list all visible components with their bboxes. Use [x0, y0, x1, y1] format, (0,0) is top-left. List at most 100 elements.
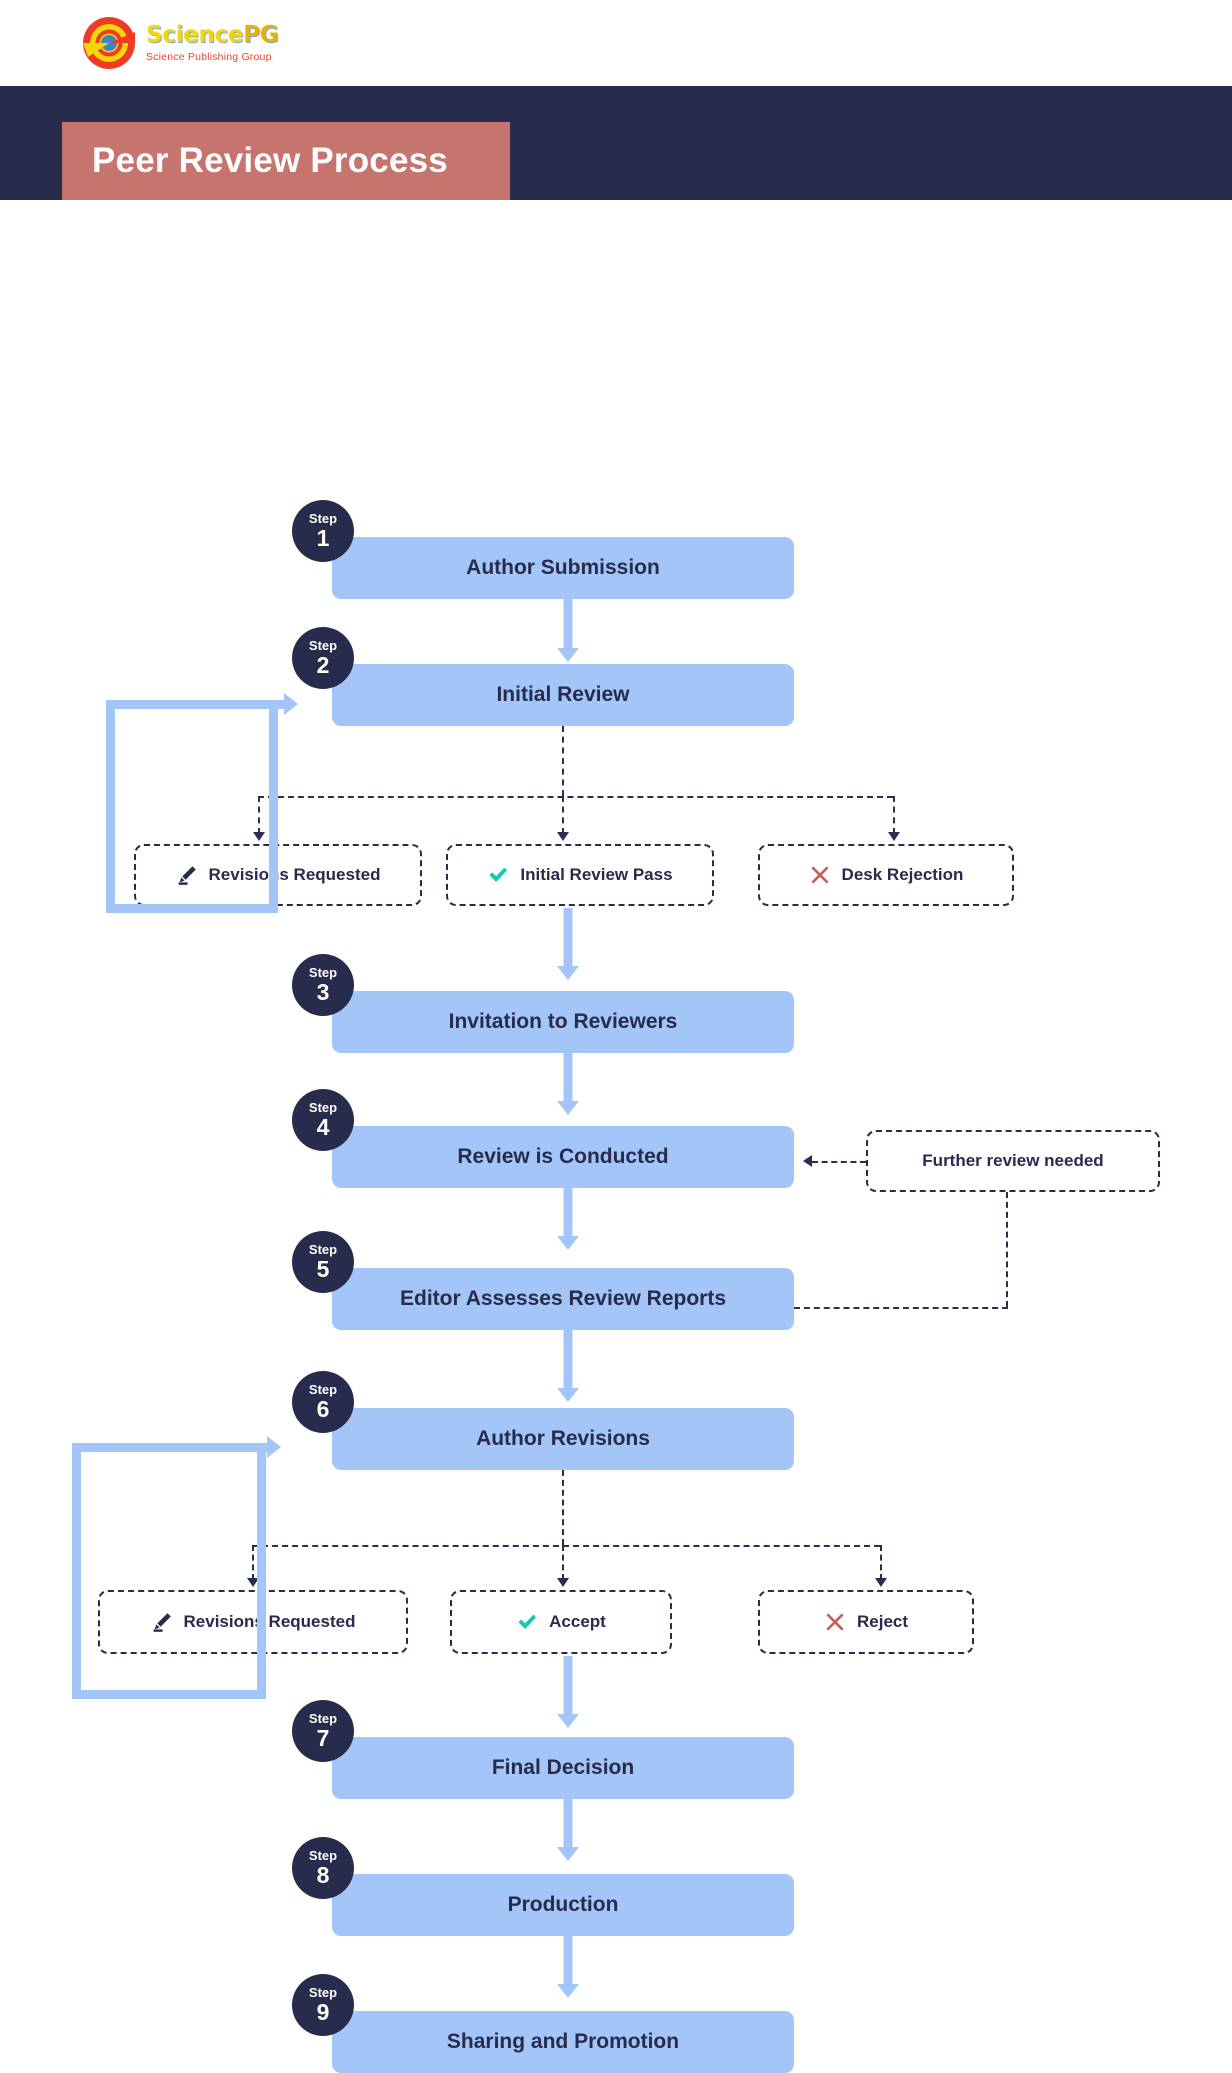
branch-arrowhead-accept: [557, 1578, 569, 1587]
outcome-label: Revisions Requested: [183, 1612, 356, 1631]
badge-number: 9: [316, 1998, 330, 2025]
branch-arrowhead-revisions-1: [253, 832, 265, 841]
pencil-icon: [176, 864, 198, 886]
branch-drop-revisions-1: [258, 796, 260, 834]
branch-stem-initial: [562, 726, 564, 796]
badge-label: Step: [308, 1711, 338, 1727]
page-title-plate: Peer Review Process: [62, 122, 510, 200]
step-badge-8: Step 8: [292, 1837, 354, 1899]
badge-number: 7: [316, 1724, 330, 1751]
branch-drop-desk-rejection: [893, 796, 895, 834]
logo-word-science: Science: [146, 21, 244, 48]
step-label-8: Production: [507, 1893, 619, 1916]
step-label-1: Author Submission: [466, 556, 660, 579]
arrow-step8-to-step9: [556, 1936, 580, 1998]
loopback-revisions-to-author-revisions: [72, 1428, 302, 1728]
logo-wordmark: SciencePG: [146, 21, 279, 48]
step-label-3: Invitation to Reviewers: [448, 1010, 678, 1033]
outcome-label: Desk Rejection: [841, 865, 964, 884]
pencil-icon: [151, 1611, 173, 1633]
arrow-step3-to-step4: [556, 1053, 580, 1115]
step-box-invitation-to-reviewers[interactable]: Invitation to Reviewers: [332, 991, 794, 1053]
outcome-revisions-requested-2[interactable]: Revisions Requested: [98, 1590, 408, 1654]
outcome-reject[interactable]: Reject: [758, 1590, 974, 1654]
arrow-step7-to-step8: [556, 1799, 580, 1861]
step-box-production[interactable]: Production: [332, 1874, 794, 1936]
step-badge-9: Step 9: [292, 1974, 354, 2036]
note-arrow-rail: [812, 1161, 866, 1163]
badge-label: Step: [308, 1985, 338, 2001]
branch-arrowhead-desk-rejection: [888, 832, 900, 841]
note-feedback-rail: [794, 1307, 1008, 1309]
badge-number: 3: [316, 978, 330, 1005]
loopback-revisions-to-initial-review: [106, 685, 326, 945]
branch-arrowhead-pass: [557, 832, 569, 841]
step-box-author-submission[interactable]: Author Submission: [332, 537, 794, 599]
outcome-desk-rejection[interactable]: Desk Rejection: [758, 844, 1014, 906]
outcome-label: Accept: [549, 1612, 606, 1631]
step-box-initial-review[interactable]: Initial Review: [332, 664, 794, 726]
arrow-accept-to-step7: [556, 1656, 580, 1728]
logo-word-pg: PG: [243, 21, 279, 48]
outcome-initial-review-pass[interactable]: Initial Review Pass: [446, 844, 714, 906]
badge-number: 6: [316, 1395, 330, 1422]
page-title: Peer Review Process: [92, 141, 448, 180]
badge-number: 8: [316, 1861, 330, 1888]
branch-drop-reject: [880, 1545, 882, 1580]
outcome-accept[interactable]: Accept: [450, 1590, 672, 1654]
cross-icon: [809, 864, 831, 886]
step-badge-4: Step 4: [292, 1089, 354, 1151]
outcome-label: Reject: [856, 1612, 909, 1631]
step-label-2: Initial Review: [496, 683, 630, 706]
check-icon: [487, 864, 509, 886]
branch-arrowhead-revisions-2: [247, 1578, 259, 1587]
step-box-review-is-conducted[interactable]: Review is Conducted: [332, 1126, 794, 1188]
branch-rail-initial: [258, 796, 893, 798]
badge-label: Step: [308, 638, 338, 654]
header-band: Peer Review Process: [0, 86, 1232, 200]
outcome-revisions-requested-1[interactable]: Revisions Requested: [134, 844, 422, 906]
step-badge-2: Step 2: [292, 627, 354, 689]
note-arrowhead: [803, 1155, 812, 1167]
logo: SciencePG Science Publishing Group: [82, 16, 279, 70]
branch-arrowhead-reject: [875, 1578, 887, 1587]
branch-drop-accept: [562, 1545, 564, 1580]
note-feedback-stem: [1006, 1192, 1008, 1307]
note-further-review-needed[interactable]: Further review needed: [866, 1130, 1160, 1192]
badge-number: 4: [316, 1113, 330, 1140]
outcome-label: Initial Review Pass: [520, 865, 673, 884]
step-badge-6: Step 6: [292, 1371, 354, 1433]
brand-bar: SciencePG Science Publishing Group: [0, 0, 1232, 86]
arrow-step1-to-step2: [556, 599, 580, 662]
badge-label: Step: [308, 511, 338, 527]
step-box-author-revisions[interactable]: Author Revisions: [332, 1408, 794, 1470]
flowchart-canvas: Step 1 Author Submission Step 2 Initial …: [0, 200, 1232, 2073]
outcome-label: Revisions Requested: [208, 865, 381, 884]
sciencepg-target-logo-icon: [82, 16, 136, 70]
badge-number: 1: [316, 524, 330, 551]
badge-label: Step: [308, 965, 338, 981]
step-box-final-decision[interactable]: Final Decision: [332, 1737, 794, 1799]
step-badge-1: Step 1: [292, 500, 354, 562]
step-badge-3: Step 3: [292, 954, 354, 1016]
step-badge-5: Step 5: [292, 1231, 354, 1293]
badge-number: 2: [316, 651, 330, 678]
branch-rail-revisions: [252, 1545, 880, 1547]
arrow-step4-to-step5: [556, 1188, 580, 1250]
badge-label: Step: [308, 1848, 338, 1864]
logo-tagline: Science Publishing Group: [146, 50, 272, 63]
step-label-6: Author Revisions: [476, 1427, 650, 1450]
step-label-9: Sharing and Promotion: [446, 2030, 680, 2053]
branch-drop-pass: [562, 796, 564, 834]
note-label: Further review needed: [922, 1151, 1104, 1170]
badge-label: Step: [308, 1382, 338, 1398]
step-label-7: Final Decision: [491, 1756, 635, 1779]
step-badge-7: Step 7: [292, 1700, 354, 1762]
check-icon: [516, 1611, 538, 1633]
badge-number: 5: [316, 1255, 330, 1282]
step-box-sharing-and-promotion[interactable]: Sharing and Promotion: [332, 2011, 794, 2073]
step-label-4: Review is Conducted: [457, 1145, 669, 1168]
badge-label: Step: [308, 1242, 338, 1258]
step-box-editor-assesses-review-reports[interactable]: Editor Assesses Review Reports: [332, 1268, 794, 1330]
arrow-step5-to-step6: [556, 1330, 580, 1402]
